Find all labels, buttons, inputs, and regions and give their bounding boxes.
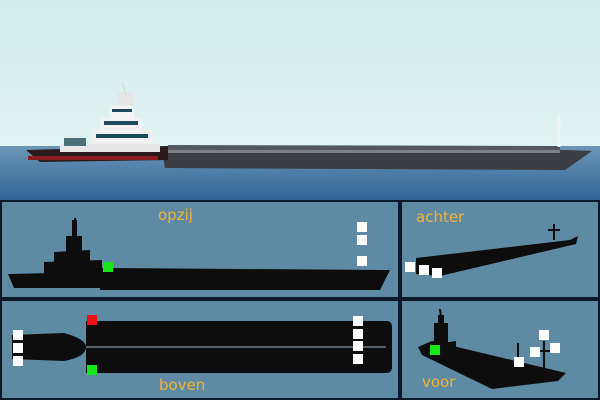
front-mast-light-2 bbox=[530, 347, 540, 357]
top-view-silhouette bbox=[2, 301, 398, 398]
top-stern-light-2 bbox=[13, 343, 23, 353]
top-bow-light-4 bbox=[353, 354, 363, 364]
top-bow-light-3 bbox=[353, 341, 363, 351]
side-mast-light-2 bbox=[357, 235, 367, 245]
front-bow-light bbox=[514, 357, 524, 367]
top-starboard-light bbox=[87, 365, 97, 375]
top-view-panel: boven bbox=[2, 301, 398, 398]
front-view-panel: voor bbox=[402, 301, 598, 398]
sky bbox=[0, 0, 600, 146]
side-starboard-light bbox=[103, 262, 113, 272]
stern-view-silhouette bbox=[402, 202, 598, 297]
top-stern-light-1 bbox=[13, 330, 23, 340]
stern-light-2 bbox=[419, 265, 429, 275]
side-view-panel: opzij bbox=[2, 202, 398, 297]
side-stern-light bbox=[357, 256, 367, 266]
top-bow-light-2 bbox=[353, 329, 363, 339]
top-bow-light-1 bbox=[353, 316, 363, 326]
side-mast-light-1 bbox=[357, 222, 367, 232]
tug-barge-scene bbox=[0, 0, 600, 200]
top-port-light bbox=[87, 315, 97, 325]
front-mast-light-3 bbox=[550, 343, 560, 353]
front-starboard-light bbox=[430, 345, 440, 355]
side-view-silhouette bbox=[2, 202, 398, 297]
stern-view-panel: achter bbox=[402, 202, 598, 297]
top-stern-light-3 bbox=[13, 356, 23, 366]
stern-light-3 bbox=[432, 268, 442, 278]
front-mast-light-1 bbox=[539, 330, 549, 340]
stern-light-1 bbox=[405, 262, 415, 272]
